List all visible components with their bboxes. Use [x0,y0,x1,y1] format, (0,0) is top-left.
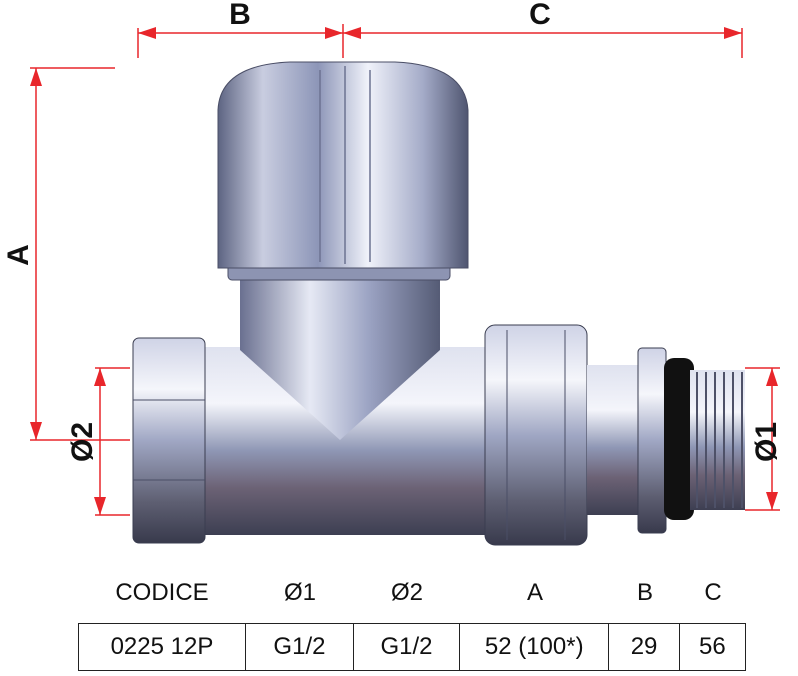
header-d2: Ø2 [390,579,423,606]
cell-a: 52 (100*) [458,623,610,671]
bonnet-neck [240,270,440,440]
tailpiece [587,365,642,515]
cell-d1: G1/2 [244,623,354,671]
spec-table: 0225 12P G1/2 G1/2 52 (100*) 29 56 [78,623,747,671]
cell-b: 29 [608,623,680,671]
o-ring-gasket [664,358,694,520]
header-c: C [704,579,722,606]
header-b: B [636,579,653,606]
dimension-label-d1: Ø1 [750,422,783,462]
valve-illustration [132,61,745,546]
left-hex-nut [132,337,206,544]
header-codice: CODICE [115,579,209,606]
valve-technical-drawing: B C A Ø2 Ø1 [2,0,783,546]
threaded-end [690,370,745,510]
cell-c: 56 [678,623,747,671]
tailpiece-collar [637,347,667,534]
cell-codice: 0225 12P [78,623,246,671]
table-header-row: CODICE Ø1 Ø2 A B C [78,575,746,611]
dimension-label-c: C [529,0,551,31]
header-d1: Ø1 [283,579,316,606]
union-nut [484,324,588,546]
handwheel-cap [217,61,469,269]
dimension-label-d2: Ø2 [66,422,99,462]
dimension-label-a: A [2,244,35,266]
cell-d2: G1/2 [352,623,460,671]
table-row: 0225 12P G1/2 G1/2 52 (100*) 29 56 [78,623,747,671]
dimension-label-b: B [229,0,251,31]
header-a: A [526,579,543,606]
